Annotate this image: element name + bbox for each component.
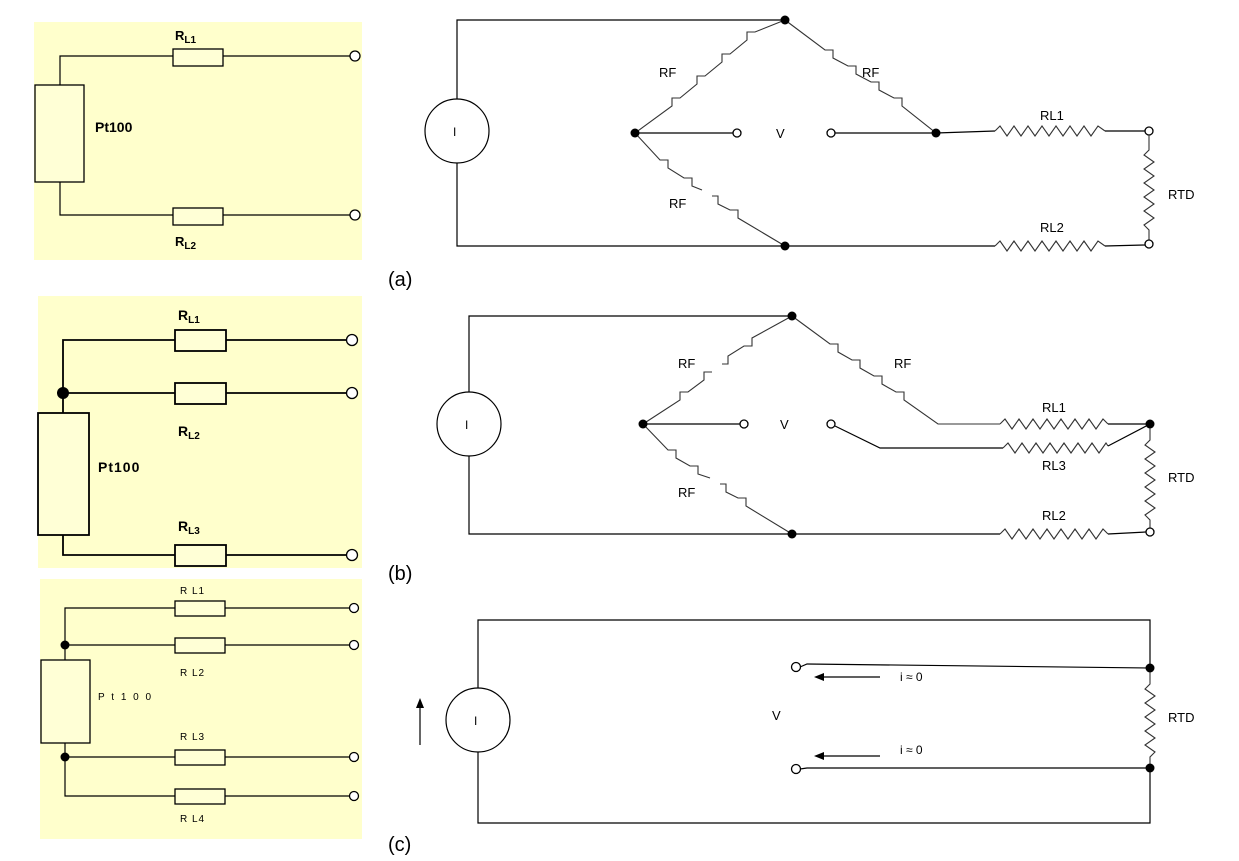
circuit-c-four-wire: I V i ≈ 0 i ≈ 0 RTD xyxy=(416,619,1194,824)
terminal xyxy=(345,386,359,400)
junction-node xyxy=(780,15,790,25)
terminal xyxy=(348,751,360,763)
resistor-rtd-c xyxy=(1144,668,1156,768)
resistor-rl3-b xyxy=(174,544,227,567)
label-rf-a3: RF xyxy=(669,196,686,211)
resistor-rl1-a xyxy=(172,48,224,67)
terminal xyxy=(1145,527,1155,537)
terminal xyxy=(345,333,359,347)
resistor-rl2-a xyxy=(172,207,224,226)
terminal xyxy=(349,50,361,62)
panel-a-two-wire: RL1 RL2 Pt100 xyxy=(34,22,362,260)
label-rl3-b-circuit: RL3 xyxy=(1042,458,1066,473)
terminal xyxy=(345,548,359,562)
label-rf-b1: RF xyxy=(678,356,695,371)
resistor-rl1-b-zig xyxy=(999,418,1109,430)
resistor-rl3-c xyxy=(174,749,226,766)
label-rl2-a-circuit: RL2 xyxy=(1040,220,1064,235)
label-pt100-b: Pt100 xyxy=(98,459,140,475)
terminal xyxy=(1144,126,1154,136)
label-rl1-b: RL1 xyxy=(178,307,200,326)
label-rl1-c: R L1 xyxy=(180,586,205,597)
label-source-a: I xyxy=(453,125,456,139)
panel-c-four-wire: R L1 R L2 R L3 R L4 P t 1 0 0 xyxy=(40,579,362,839)
junction-node xyxy=(787,311,797,321)
volt-terminal xyxy=(790,661,802,673)
junction-node xyxy=(787,529,797,539)
label-rl1-a-circuit: RL1 xyxy=(1040,108,1064,123)
caption-b: (b) xyxy=(388,563,412,585)
label-rl3-c: R L3 xyxy=(180,732,205,743)
terminal xyxy=(348,790,360,802)
label-pt100-a: Pt100 xyxy=(95,119,133,135)
caption-c: (c) xyxy=(388,834,411,856)
pt100-sensor-c xyxy=(40,659,91,744)
label-rf-a2: RF xyxy=(862,65,879,80)
label-rl3-b: RL3 xyxy=(178,518,200,537)
volt-terminal xyxy=(739,419,749,429)
current-source-b xyxy=(436,391,502,457)
label-rf-a1: RF xyxy=(659,65,676,80)
label-v-c: V xyxy=(772,708,781,723)
label-v-a: V xyxy=(776,126,785,141)
resistor-rl4-c xyxy=(174,788,226,805)
resistor-rl3-b-zig xyxy=(1002,442,1109,454)
label-rl2-b: RL2 xyxy=(178,423,200,442)
junction-node xyxy=(780,241,790,251)
label-rl4-c: R L4 xyxy=(180,814,205,825)
junction-node xyxy=(638,419,648,429)
label-rtd-a: RTD xyxy=(1168,187,1194,202)
label-source-c: I xyxy=(474,714,477,728)
arrow-head-icon xyxy=(814,752,824,760)
resistor-rl1-c xyxy=(174,600,226,617)
junction-node xyxy=(1145,763,1155,773)
arrow-head-icon xyxy=(814,673,824,681)
label-rf-b2: RF xyxy=(894,356,911,371)
junction-node xyxy=(1145,663,1155,673)
label-v-b: V xyxy=(780,417,789,432)
junction-node xyxy=(630,128,640,138)
circuit-a-bridge: I RF RF RF V RL1 RL2 RTD xyxy=(424,15,1194,252)
resistor-rl2-c xyxy=(174,637,226,654)
resistor-rl2-b-zig xyxy=(999,528,1109,540)
resistor-rtd-b xyxy=(1144,424,1156,528)
terminal xyxy=(1144,239,1154,249)
junction-node xyxy=(931,128,941,138)
pt100-sensor-b xyxy=(37,412,90,536)
circuit-b-bridge: I RF RF RF V RL1 RL3 RL2 RTD xyxy=(436,311,1194,540)
junction-node xyxy=(1145,419,1155,429)
label-rl1-b-circuit: RL1 xyxy=(1042,400,1066,415)
label-rl2-b-circuit: RL2 xyxy=(1042,508,1066,523)
caption-a: (a) xyxy=(388,269,412,291)
label-i-top: i ≈ 0 xyxy=(900,670,923,684)
volt-terminal xyxy=(790,763,802,775)
label-source-b: I xyxy=(465,418,468,432)
volt-terminal xyxy=(732,128,742,138)
panel-b-three-wire: RL1 RL2 RL3 Pt100 xyxy=(37,296,362,568)
resistor-rl2-zig xyxy=(994,240,1106,252)
label-rf-b3: RF xyxy=(678,485,695,500)
label-pt100-c: P t 1 0 0 xyxy=(98,692,153,703)
volt-terminal xyxy=(826,419,836,429)
volt-terminal xyxy=(826,128,836,138)
terminal xyxy=(349,209,361,221)
current-source-c xyxy=(445,687,511,753)
label-rl1-a: RL1 xyxy=(175,28,196,46)
terminal xyxy=(348,602,360,614)
label-rl2-a: RL2 xyxy=(175,234,196,252)
resistor-rl1-zig xyxy=(994,125,1106,137)
label-rtd-b: RTD xyxy=(1168,470,1194,485)
label-i-bottom: i ≈ 0 xyxy=(900,743,923,757)
resistor-rl1-b xyxy=(174,329,227,352)
terminal xyxy=(348,639,360,651)
resistor-rl2-b xyxy=(174,382,227,405)
arrow-head-icon xyxy=(416,698,424,708)
label-rl2-c: R L2 xyxy=(180,668,205,679)
pt100-sensor-a xyxy=(34,84,85,183)
label-rtd-c: RTD xyxy=(1168,710,1194,725)
current-source-a xyxy=(424,98,490,164)
resistor-rtd-a xyxy=(1143,135,1155,240)
